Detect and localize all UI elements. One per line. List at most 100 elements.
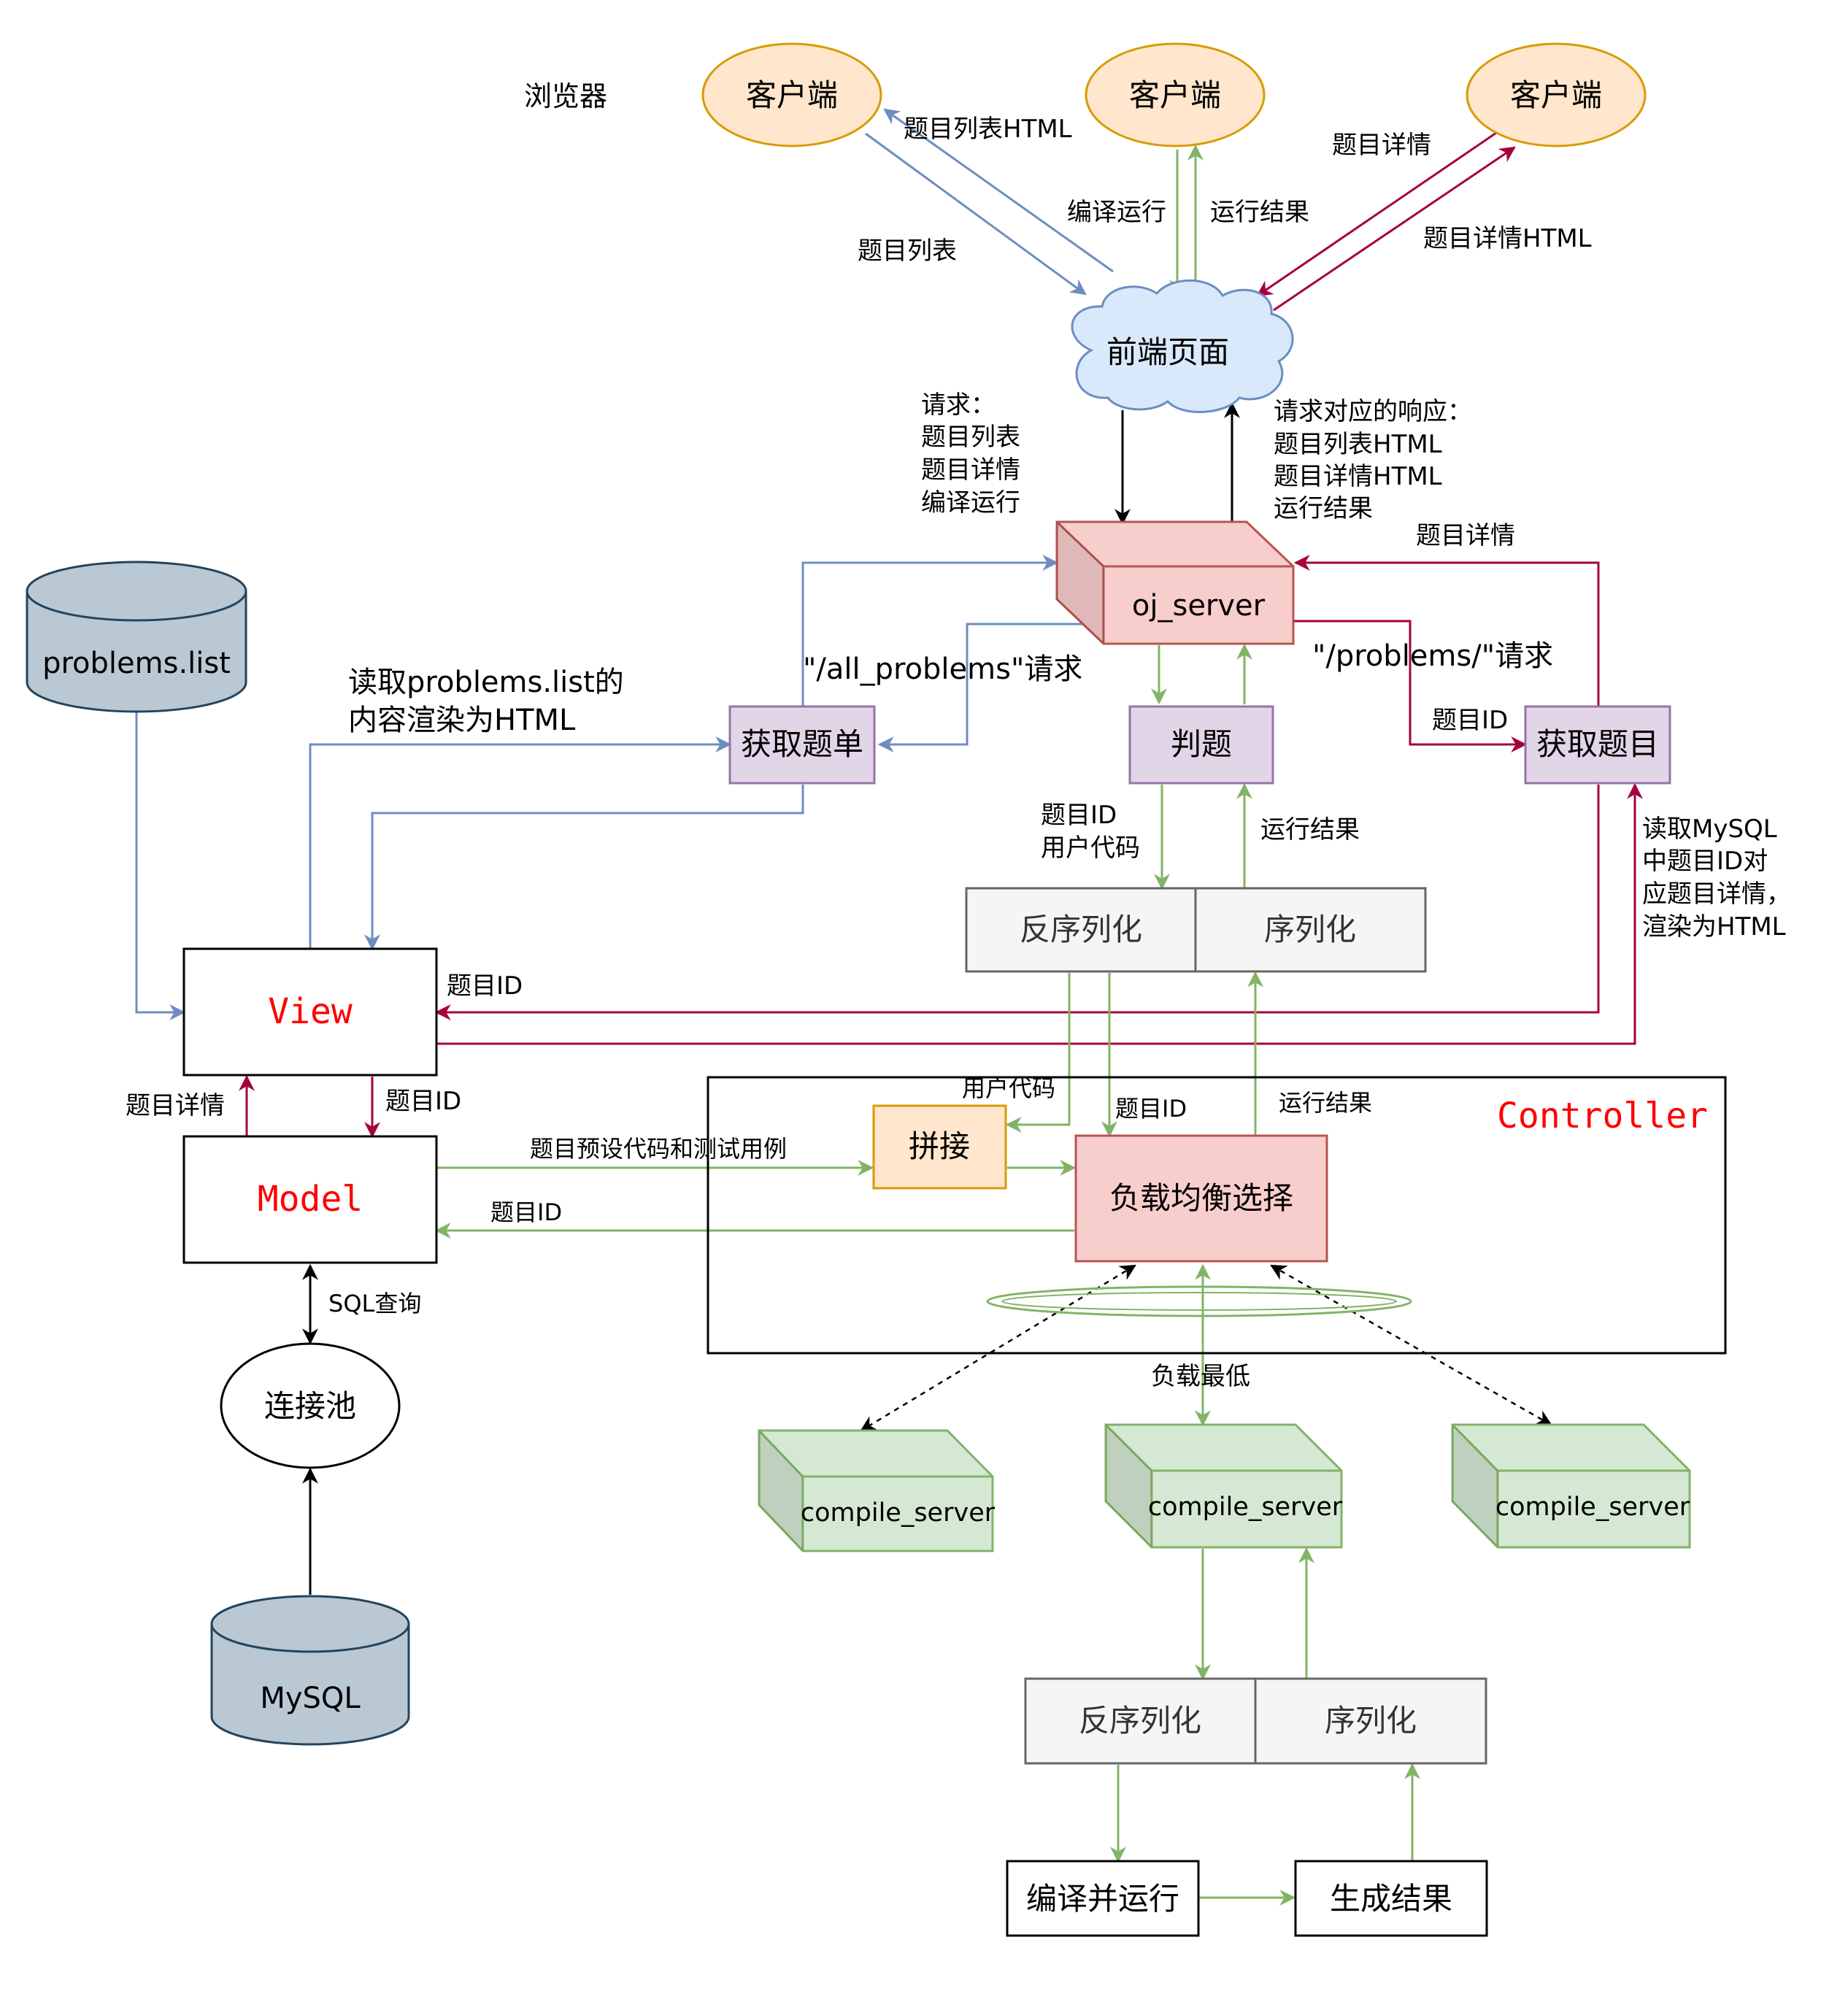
edge-label-judge-in-1: 题目ID: [1041, 801, 1117, 830]
edge-label-response-1: 请求对应的响应：: [1274, 397, 1472, 426]
edge-label-request-1: 请求：: [921, 390, 996, 420]
mysql-label: MySQL: [260, 1682, 361, 1715]
edge-label-preset-code: 题目预设代码和测试用例: [530, 1135, 787, 1163]
edge-labels: 题目列表HTML 题目列表 编译运行 运行结果 题目详情 题目详情HTML 请求…: [126, 115, 1791, 1391]
client-label: 客户端: [1129, 77, 1221, 113]
deserialize-label: 反序列化: [1020, 912, 1142, 947]
edge-ojserver-to-getproblem: [1293, 620, 1528, 752]
client-node-1: 客户端: [701, 42, 882, 147]
edge-getproblem-to-ojserver: [1293, 555, 1600, 707]
client-node-2: 客户端: [1085, 42, 1266, 147]
edge-label-lb-result: 运行结果: [1279, 1089, 1372, 1117]
edge-label-response-3: 题目详情HTML: [1274, 462, 1442, 491]
problems-list-label: problems.list: [42, 647, 231, 680]
get-problem-label: 获取题目: [1536, 726, 1659, 762]
get-problem-node: 获取题目: [1524, 705, 1671, 785]
compile-server-2: compile_server: [1104, 1423, 1343, 1549]
splice-node: 拼接: [872, 1104, 1007, 1190]
client-label: 客户端: [746, 77, 838, 113]
model-label: Model: [258, 1179, 363, 1220]
problems-list-db: problems.list: [26, 561, 247, 713]
load-balance-ring: [986, 1285, 1412, 1317]
edge-label-mysql-read-1: 读取MySQL: [1642, 815, 1777, 844]
serialization-box-1: 反序列化 序列化: [965, 887, 1427, 973]
edge-label-mysql-read-2: 中题目ID对: [1642, 847, 1768, 876]
compile-server-3: compile_server: [1451, 1423, 1691, 1549]
compile-server-label: compile_server: [1495, 1493, 1690, 1522]
load-balance-ring-inner: [1001, 1292, 1397, 1311]
judge-node: 判题: [1128, 705, 1274, 785]
view-node: View: [182, 947, 438, 1077]
compile-run-label: 编译并运行: [1026, 1881, 1179, 1917]
edge-deserialize-to-splice: [1005, 973, 1071, 1133]
browser-label: 浏览器: [524, 80, 607, 112]
serialize-label: 序列化: [1264, 912, 1356, 947]
edge-label-response-2: 题目列表HTML: [1274, 430, 1442, 459]
edge-lb-compile1: [860, 1264, 1136, 1432]
splice-label: 拼接: [909, 1128, 970, 1164]
edge-label-run-result-top: 运行结果: [1210, 198, 1309, 227]
edge-frontend-to-client3: [1273, 146, 1516, 312]
edge-view-to-getlist: [309, 736, 732, 949]
edge-label-detail-top: 题目详情: [1332, 131, 1431, 160]
edge-label-request-2: 题目列表: [921, 423, 1020, 452]
edge-label-sql-query: SQL查询: [328, 1290, 421, 1317]
frontend-label: 前端页面: [1106, 334, 1229, 370]
edge-label-problem-id-small: 题目ID: [1432, 706, 1508, 735]
edge-label-view-id: 题目ID: [447, 971, 523, 1001]
get-list-label: 获取题单: [741, 726, 863, 762]
connection-pool-label: 连接池: [264, 1388, 356, 1424]
mysql-db: MySQL: [210, 1595, 410, 1746]
edge-label-list-html: 题目列表HTML: [904, 115, 1072, 144]
compile-server-label: compile_server: [801, 1498, 996, 1528]
edge-label-all-problems: "/all_problems"请求: [803, 652, 1082, 686]
compile-server-label: compile_server: [1148, 1493, 1343, 1522]
edges: [135, 108, 1643, 1906]
load-balance-node: 负载均衡选择: [1074, 1134, 1328, 1263]
edge-label-model-detail: 题目详情: [126, 1091, 225, 1120]
compile-server-1: compile_server: [758, 1429, 996, 1552]
edge-label-read-list-2: 内容渲染为HTML: [348, 704, 576, 737]
edge-getlist-to-view: [364, 785, 804, 951]
edge-label-list: 题目列表: [858, 236, 957, 266]
oj-server-label: oj_server: [1132, 589, 1266, 623]
edge-lb-compile3: [1270, 1264, 1552, 1426]
edge-label-request-4: 编译运行: [921, 488, 1020, 517]
edge-client3-to-frontend: [1256, 130, 1499, 297]
controller-boundary: Controller: [707, 1076, 1727, 1355]
edge-label-read-list-1: 读取problems.list的: [348, 666, 624, 699]
edge-label-model-in-id: 题目ID: [490, 1198, 562, 1226]
edge-getproblem-to-view: [434, 785, 1600, 1020]
edge-ojserver-to-getlist: [877, 623, 1083, 752]
edge-label-detail-html-top: 题目详情HTML: [1423, 224, 1592, 253]
edge-label-judge-out: 运行结果: [1260, 815, 1360, 844]
edge-client1-to-frontend: [865, 132, 1087, 296]
view-label: View: [268, 991, 353, 1032]
edge-label-detail-right: 题目详情: [1416, 521, 1515, 550]
edge-label-user-code: 用户代码: [962, 1074, 1055, 1102]
load-balance-label: 负载均衡选择: [1109, 1180, 1293, 1216]
model-node: Model: [182, 1135, 438, 1264]
edge-view-to-getproblem: [436, 782, 1643, 1045]
edge-label-compile-run: 编译运行: [1067, 198, 1166, 227]
edge-frontend-to-client1: [883, 108, 1114, 273]
frontend-cloud: 前端页面: [1071, 279, 1294, 414]
edge-label-problems-req: "/problems/"请求: [1312, 639, 1553, 673]
connection-pool-node: 连接池: [220, 1342, 401, 1469]
compile-run-node: 编译并运行: [1006, 1860, 1200, 1937]
edge-getlist-to-ojserver: [801, 555, 1059, 707]
gen-result-label: 生成结果: [1330, 1881, 1452, 1917]
controller-label: Controller: [1497, 1096, 1708, 1136]
edge-label-mysql-read-4: 渲染为HTML: [1642, 912, 1786, 942]
serialization-box-2: 反序列化 序列化: [1024, 1677, 1487, 1765]
edge-problemslist-to-view: [135, 712, 186, 1020]
gen-result-node: 生成结果: [1294, 1860, 1488, 1937]
get-list-node: 获取题单: [728, 705, 876, 785]
edge-label-request-3: 题目详情: [921, 455, 1020, 485]
judge-label: 判题: [1171, 726, 1232, 762]
serialize-label: 序列化: [1325, 1703, 1417, 1739]
edge-label-judge-in-2: 用户代码: [1041, 833, 1140, 863]
client-node-3: 客户端: [1466, 42, 1647, 147]
edge-label-response-4: 运行结果: [1274, 494, 1373, 523]
